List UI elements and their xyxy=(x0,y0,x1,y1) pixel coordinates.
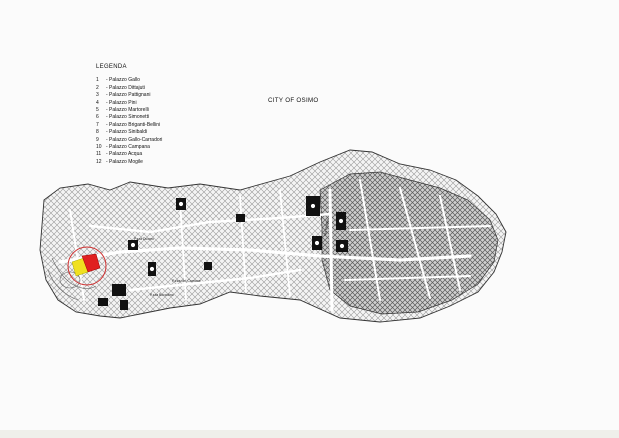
legend-item: 3 - Palazzo Pattignani xyxy=(96,92,162,99)
legend-item-number: 2 xyxy=(96,84,99,91)
street-label-cialdini: Via Cialdini xyxy=(323,219,330,237)
legend-item-label: - Palazzo Simonetti xyxy=(106,114,150,121)
legend-item: 4 - Palazzo Pini xyxy=(96,100,162,107)
legend-item: 12 - Palazzo Mogile xyxy=(96,159,162,166)
street-label-comune: P.zza del Comune xyxy=(172,279,201,283)
legend-item-label: - Palazzo Martorelli xyxy=(106,107,149,114)
legend-item-label: - Palazzo Sinibaldi xyxy=(106,129,148,136)
highlight-ring xyxy=(67,246,107,286)
legend-item-number: 12 xyxy=(96,158,102,165)
legend-item: 1 - Palazzo Gallo xyxy=(96,77,162,84)
legend: LEGENDA 1 - Palazzo Gallo 2 - Palazzo Ditta… xyxy=(96,64,162,166)
street-label-duomo: P.zza Duomo xyxy=(134,237,154,241)
legend-item-label: - Palazzo Pattignani xyxy=(106,92,151,99)
legend-item-number: 3 xyxy=(96,92,99,99)
scan-edge xyxy=(0,430,619,438)
highlight-red xyxy=(81,253,101,273)
legend-item-number: 1 xyxy=(96,77,99,84)
legend-item-label: - Palazzo Dittajuti xyxy=(106,84,145,91)
legend-item: 10 - Palazzo Campana xyxy=(96,144,162,151)
legend-item-number: 8 xyxy=(96,129,99,136)
map-title: CITY OF OSIMO xyxy=(268,97,319,104)
legend-item-number: 11 xyxy=(96,151,102,158)
streets xyxy=(58,179,491,312)
legend-item: 6 - Palazzo Simonetti xyxy=(96,114,162,121)
legend-item-label: - Palazzo Mogile xyxy=(106,158,143,165)
legend-list: 1 - Palazzo Gallo 2 - Palazzo Dittajuti 3 - P… xyxy=(96,77,162,166)
highlighted-site xyxy=(67,246,107,286)
legend-item-number: 7 xyxy=(96,121,99,128)
palazzi-numbers xyxy=(130,201,345,272)
legend-item-label: - Palazzo Briganti-Bellini xyxy=(106,121,161,128)
legend-item-label: - Palazzo Gallo-Carradori xyxy=(106,136,163,143)
legend-item: 11 - Palazzo Acqua xyxy=(96,151,162,158)
legend-item-number: 6 xyxy=(96,114,99,121)
legend-title: LEGENDA xyxy=(96,64,127,70)
west-gardens xyxy=(47,257,97,301)
legend-item-label: - Palazzo Acqua xyxy=(106,151,143,158)
legend-item: 5 - Palazzo Martorelli xyxy=(96,107,162,114)
legend-item: 7 - Palazzo Briganti-Bellini xyxy=(96,122,162,129)
legend-item-label: - Palazzo Campana xyxy=(106,144,150,151)
legend-item-number: 4 xyxy=(96,99,99,106)
legend-item-number: 5 xyxy=(96,107,99,114)
legend-item: 2 - Palazzo Dittajuti xyxy=(96,85,162,92)
legend-item-number: 9 xyxy=(96,136,99,143)
legend-item-number: 10 xyxy=(96,144,102,151)
legend-item-label: - Palazzo Pini xyxy=(106,99,137,106)
legend-item: 8 - Palazzo Sinibaldi xyxy=(96,129,162,136)
legend-item-label: - Palazzo Gallo xyxy=(106,77,140,84)
street-label-boccolino: P.zza Boccolino xyxy=(150,293,174,297)
legend-item: 9 - Palazzo Gallo-Carradori xyxy=(96,137,162,144)
